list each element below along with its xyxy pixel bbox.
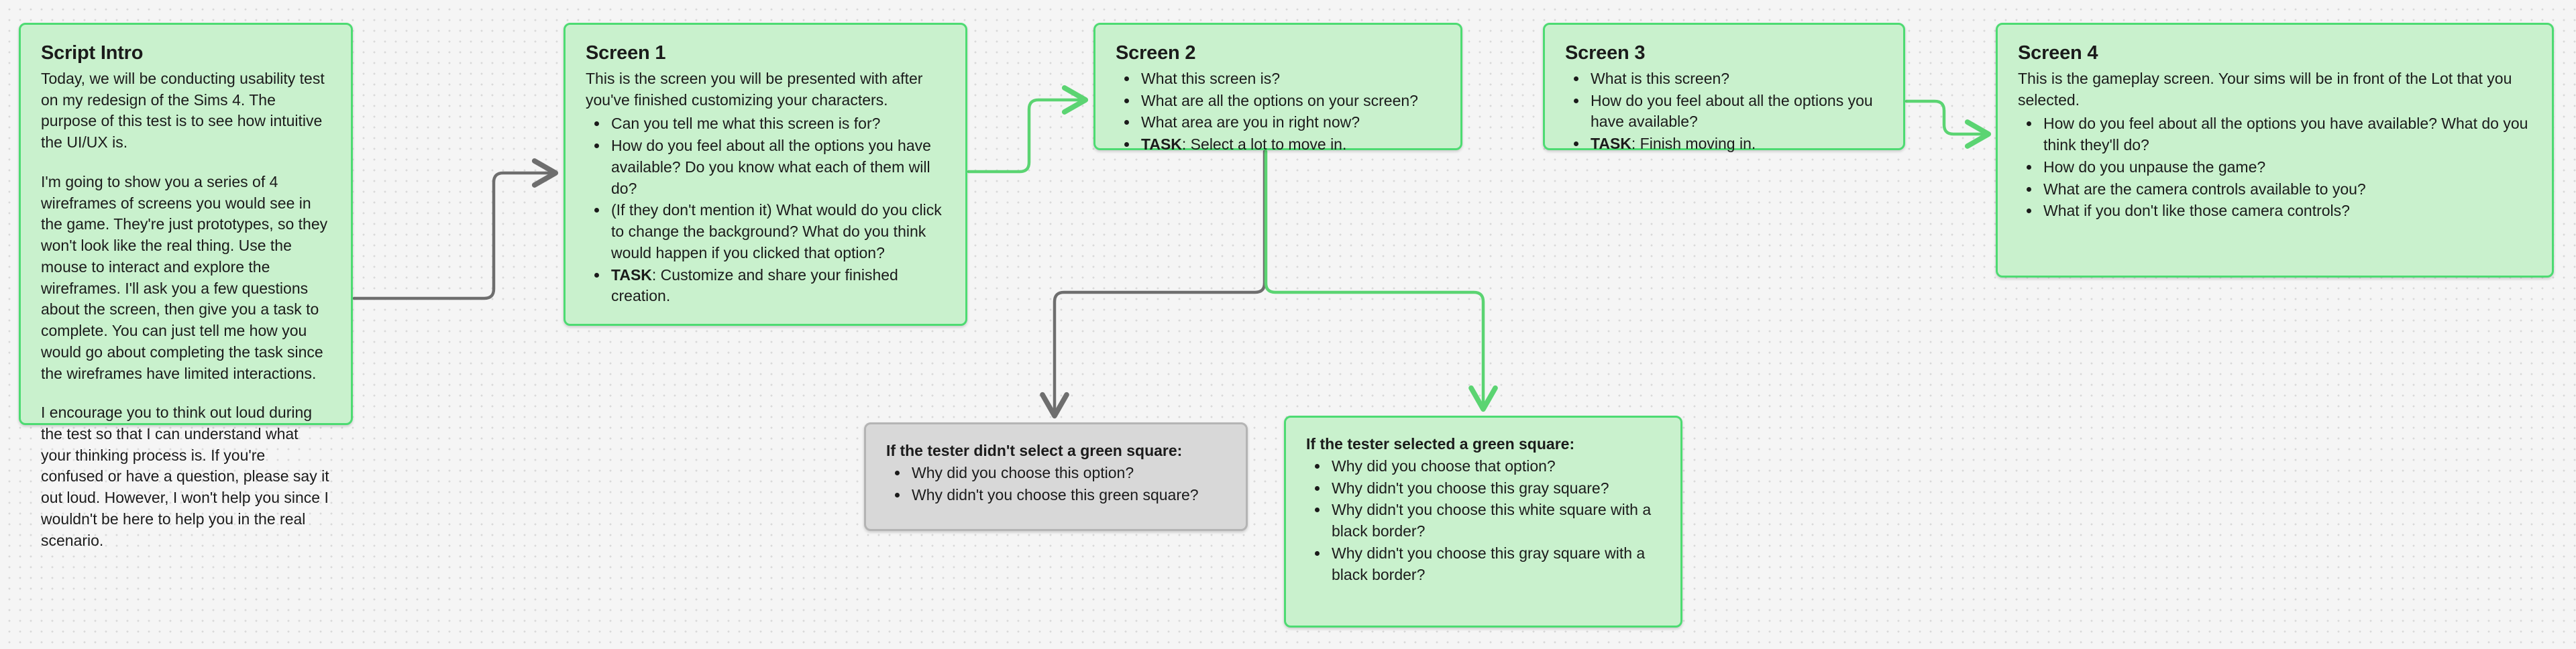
list-item: Why did you choose that option? [1329,456,1660,477]
list-item: TASK: Customize and share your finished … [608,265,945,307]
list-item: Why didn't you choose this green square? [909,485,1226,506]
list-item-text: : Select a lot to move in. [1181,135,1347,154]
list-item: Why did you choose this option? [909,463,1226,484]
branch-title: If the tester didn't select a green squa… [886,442,1183,459]
card-screen-2[interactable]: Screen 2 What this screen is?What are al… [1093,23,1462,153]
card-title: Screen 2 [1116,42,1196,64]
list-item: Can you tell me what this screen is for? [608,113,945,135]
card-screen-4[interactable]: Screen 4 This is the gameplay screen. Yo… [1996,23,2554,278]
branch-title: If the tester selected a green square: [1306,435,1575,453]
intro-paragraph-1: Today, we will be conducting usability t… [41,70,325,152]
card-title: Screen 3 [1565,42,1646,64]
list-item: What are all the options on your screen? [1138,91,1440,112]
list-item-text: : Finish moving in. [1631,135,1756,153]
card-title: Screen 1 [586,42,666,64]
list-item: Why didn't you choose this white square … [1329,499,1660,542]
question-list: What this screen is?What are all the opt… [1116,68,1440,156]
list-item: TASK: Finish moving in. [1588,133,1883,155]
question-list: Why did you choose that option?Why didn'… [1306,456,1660,585]
connector-intro-to-screen1 [352,158,559,300]
list-item: What this screen is? [1138,68,1440,90]
card-screen-1[interactable]: Screen 1 This is the screen you will be … [564,23,967,326]
list-item: Why didn't you choose this gray square? [1329,478,1660,499]
intro-paragraph-2: I'm going to show you a series of 4 wire… [41,172,328,382]
paragraph-spacer [41,156,331,172]
card-intro-text: This is the gameplay screen. Your sims w… [2018,70,2512,109]
list-item: (If they don't mention it) What would do… [608,200,945,263]
question-list: How do you feel about all the options yo… [2018,113,2532,222]
connector-screen1-to-screen2 [967,85,1089,174]
card-title: Script Intro [41,42,144,64]
list-item: Why didn't you choose this gray square w… [1329,543,1660,585]
list-item: TASK: Select a lot to move in. [1138,134,1440,156]
connector-screen2-to-branch-no [1040,150,1267,419]
list-item-lead: TASK [1141,135,1182,154]
list-item: What is this screen? [1588,68,1883,90]
list-item: How do you feel about all the options yo… [2041,113,2532,156]
paragraph-spacer [41,387,331,402]
card-branch-not-selected[interactable]: If the tester didn't select a green squa… [864,422,1248,531]
question-list: Can you tell me what this screen is for?… [586,113,945,307]
card-title: Screen 4 [2018,42,2098,64]
card-script-intro[interactable]: Script Intro Today, we will be conductin… [19,23,353,549]
list-item: How do you unpause the game? [2041,157,2532,178]
list-item: What area are you in right now? [1138,112,1440,133]
intro-paragraph-3: I encourage you to think out loud during… [41,404,329,549]
list-item: What are the camera controls available t… [2041,179,2532,200]
list-item-lead: TASK [611,266,652,284]
list-item: What if you don't like those camera cont… [2041,200,2532,222]
card-intro-text: This is the screen you will be presented… [586,70,923,109]
list-item-text: : Customize and share your finished crea… [611,266,898,305]
question-list: Why did you choose this option?Why didn'… [886,463,1226,506]
list-item-lead: TASK [1591,135,1631,153]
card-branch-selected[interactable]: If the tester selected a green square: W… [1284,416,1682,628]
question-list: What is this screen?How do you feel abou… [1565,68,1883,155]
list-item: How do you feel about all the options yo… [1588,91,1883,133]
card-screen-3[interactable]: Screen 3 What is this screen?How do you … [1543,23,1905,152]
list-item: How do you feel about all the options yo… [608,135,945,199]
connector-screen2-to-branch-yes [1264,150,1498,412]
connector-screen3-to-screen4 [1904,99,1992,149]
